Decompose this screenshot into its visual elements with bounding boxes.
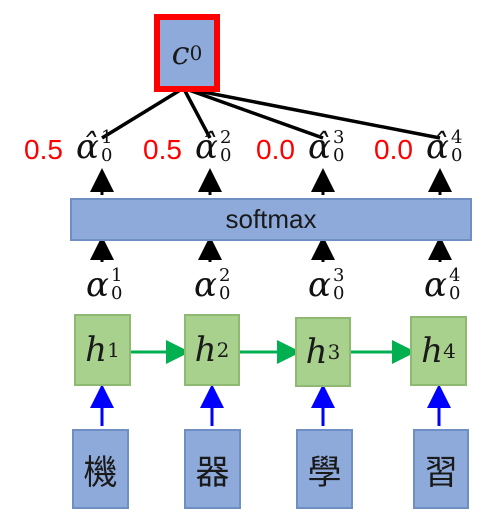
output-symbol-3: α̂ bbox=[308, 127, 331, 167]
hidden-symbol-4: h bbox=[421, 331, 444, 371]
hidden-symbol-1: h bbox=[85, 330, 108, 370]
output-sup-1: 1 bbox=[100, 127, 113, 148]
output-sub-4: 0 bbox=[450, 145, 463, 166]
output-weight-4: 0.0 bbox=[374, 134, 413, 165]
score-sub-1: 0 bbox=[110, 283, 123, 304]
softmax-layer: softmax bbox=[70, 198, 472, 241]
input-token-2: 器 bbox=[184, 429, 241, 509]
output-sub-3: 0 bbox=[332, 145, 345, 166]
input-token-1-text: 機 bbox=[83, 452, 118, 493]
hidden-sup-3: 3 bbox=[327, 340, 341, 364]
context-link-3 bbox=[185, 87, 324, 140]
context-symbol: c bbox=[171, 34, 190, 72]
score-sup-1: 1 bbox=[110, 265, 123, 286]
output-symbol-2: α̂ bbox=[195, 127, 218, 167]
output-sup-2: 2 bbox=[219, 127, 232, 148]
input-token-3: 學 bbox=[296, 429, 353, 509]
output-sub-2: 0 bbox=[219, 145, 232, 166]
output-sup-4: 4 bbox=[450, 127, 463, 148]
score-sub-2: 0 bbox=[218, 283, 231, 304]
output-symbol-4: α̂ bbox=[426, 127, 449, 167]
score-symbol-3: α bbox=[308, 265, 331, 305]
score-symbol-1: α bbox=[86, 265, 109, 305]
context-link-4 bbox=[187, 87, 441, 140]
output-weight-2: 0.5 bbox=[143, 134, 182, 165]
input-token-1: 機 bbox=[72, 429, 129, 509]
hidden-sup-1: 1 bbox=[107, 338, 120, 362]
hidden-sup-2: 2 bbox=[216, 338, 230, 362]
score-sub-4: 0 bbox=[448, 283, 461, 304]
output-sub-1: 0 bbox=[100, 145, 113, 166]
output-sup-3: 3 bbox=[332, 127, 345, 148]
context-link-2 bbox=[182, 88, 212, 139]
output-weight-3: 0.0 bbox=[256, 134, 295, 165]
score-sub-3: 0 bbox=[332, 283, 345, 304]
output-symbol-1: α̂ bbox=[76, 127, 99, 167]
input-token-4-text: 習 bbox=[424, 452, 458, 493]
score-sup-3: 3 bbox=[332, 265, 345, 286]
hidden-symbol-2: h bbox=[194, 330, 217, 370]
context-link-1 bbox=[101, 87, 183, 140]
input-token-4: 習 bbox=[413, 429, 469, 509]
input-token-3-text: 學 bbox=[307, 452, 342, 493]
softmax-label: softmax bbox=[225, 204, 317, 234]
output-weight-1: 0.5 bbox=[24, 134, 63, 165]
hidden-symbol-3: h bbox=[305, 332, 328, 372]
input-token-2-text: 器 bbox=[195, 452, 230, 493]
score-sup-4: 4 bbox=[448, 265, 461, 286]
score-symbol-4: α bbox=[424, 265, 447, 305]
score-symbol-2: α bbox=[194, 265, 217, 305]
score-sup-2: 2 bbox=[218, 265, 231, 286]
hidden-sup-4: 4 bbox=[443, 339, 456, 363]
context-sup: 0 bbox=[189, 41, 203, 65]
